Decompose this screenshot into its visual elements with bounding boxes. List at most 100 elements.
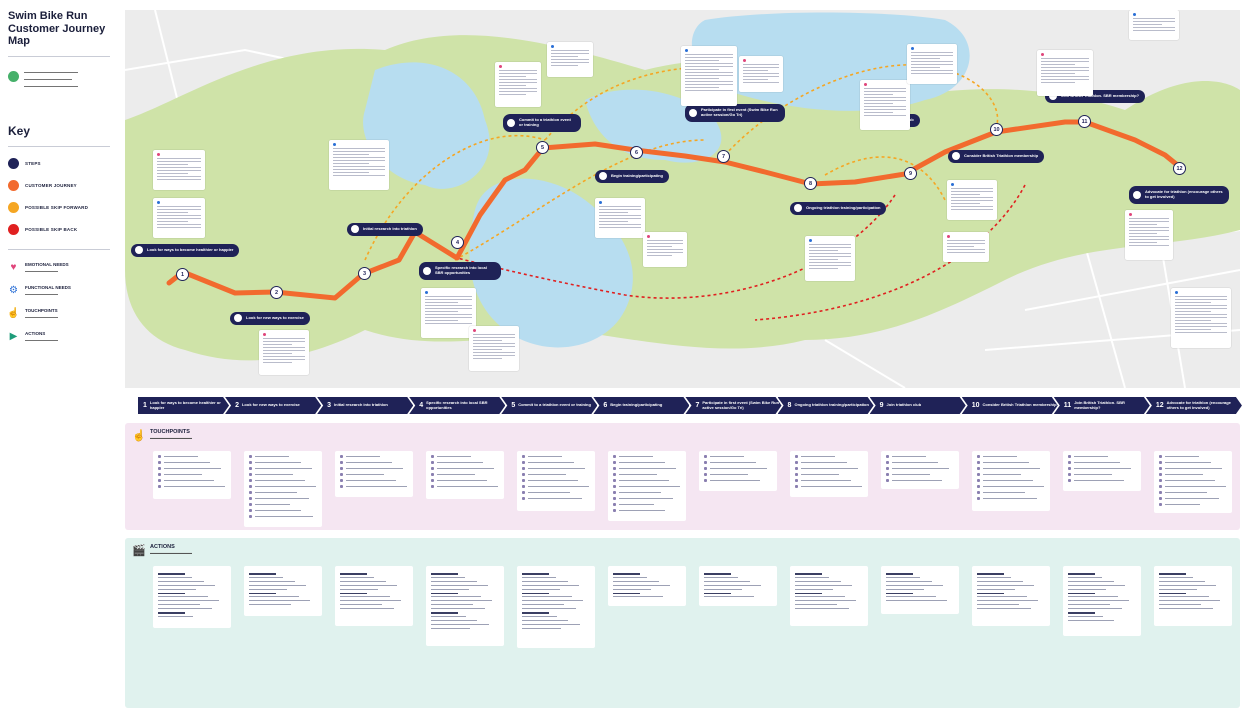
step-label-7[interactable]: Participate in first event (Swim Bike Ru…: [685, 104, 785, 122]
card-row: [1068, 580, 1136, 582]
card-row: [158, 588, 226, 590]
card-row: [977, 479, 1045, 482]
step-marker-5[interactable]: 5: [536, 141, 549, 154]
intro-text: ▬▬▬▬▬▬▬▬▬▬▬▬▬▬▬▬▬▬▬▬▬▬▬▬▬▬▬▬▬▬▬▬▬▬▬▬▬▬▬▬…: [24, 69, 78, 88]
step-label-12[interactable]: Advocate for triathlon (encourage others…: [1129, 186, 1229, 204]
step-marker-10[interactable]: 10: [990, 123, 1003, 136]
step-marker-8[interactable]: 8: [804, 177, 817, 190]
note-line: [263, 362, 293, 363]
step-label-1[interactable]: Look for ways to become healthier or hap…: [131, 244, 240, 257]
step-chevron-label: Begin training/participating: [610, 402, 663, 408]
touchpoint-icon: [158, 485, 161, 488]
note-line: [157, 173, 188, 174]
card-row: [522, 580, 590, 582]
step-label-8[interactable]: Ongoing triathlon training/participation: [790, 202, 887, 215]
card-line: [892, 480, 942, 481]
card-heading-line: [977, 573, 1005, 575]
note-line: [157, 221, 188, 222]
step-label-3[interactable]: Initial research into triathlon: [347, 223, 423, 236]
card-line: [346, 456, 380, 457]
step-marker-4[interactable]: 4: [451, 236, 464, 249]
card-line: [249, 580, 295, 582]
step-icon: [1049, 92, 1057, 101]
card-row: [249, 467, 317, 470]
card-row: [795, 461, 863, 464]
note-line: [473, 334, 515, 335]
card-line: [431, 604, 474, 605]
need-note-dot: [1175, 291, 1178, 294]
card-line: [619, 468, 677, 469]
note-line: [551, 62, 589, 63]
step-label-6[interactable]: Begin training/participating: [595, 170, 670, 183]
card-row: [704, 473, 772, 476]
divider: [8, 55, 110, 57]
intro-block: ▬▬▬▬▬▬▬▬▬▬▬▬▬▬▬▬▬▬▬▬▬▬▬▬▬▬▬▬▬▬▬▬▬▬▬▬▬▬▬▬…: [8, 69, 110, 92]
touchpoint-icon: [522, 497, 525, 500]
card-line: [431, 627, 470, 629]
need-note: [1037, 50, 1093, 96]
card-row: [977, 467, 1045, 470]
card-row: [704, 596, 772, 597]
step-marker-2[interactable]: 2: [270, 286, 283, 299]
card-heading-line: [1068, 592, 1096, 594]
card-row: [886, 461, 954, 464]
card-line: [522, 600, 584, 601]
card-line: [613, 580, 659, 582]
card-heading-line: [340, 573, 368, 575]
journey-map: 1 2 3 4 5 6 7 8 9 10 11 12 Look for ways…: [125, 10, 1240, 388]
need-note-dot: [864, 83, 867, 86]
note-line: [743, 70, 769, 71]
card-line: [613, 576, 647, 578]
step-label-4[interactable]: Specific research into local SBR opportu…: [419, 262, 501, 280]
step-marker-11[interactable]: 11: [1078, 115, 1091, 128]
step-label-5[interactable]: Commit to a triathlon event or training: [503, 114, 581, 132]
card-row: [1159, 497, 1227, 500]
card-line: [983, 498, 1037, 499]
note-line: [1129, 230, 1169, 231]
card-row: [1068, 479, 1136, 482]
step-marker-3[interactable]: 3: [358, 267, 371, 280]
step-marker-1[interactable]: 1: [176, 268, 189, 281]
card-row: [886, 600, 954, 601]
divider: [8, 145, 110, 147]
note-line: [1175, 329, 1212, 330]
card-row: [431, 461, 499, 464]
card-row: [704, 580, 772, 582]
card-line: [1165, 474, 1204, 475]
card-row: [522, 600, 590, 601]
touchpoint-icon: [977, 479, 980, 482]
card-row: [886, 580, 954, 582]
touchpoint-icon: [249, 479, 252, 482]
step-marker-6[interactable]: 6: [630, 146, 643, 159]
card-line: [801, 480, 851, 481]
touchpoint-icon: [977, 473, 980, 476]
step-marker-7[interactable]: 7: [717, 150, 730, 163]
card-line: [340, 596, 390, 597]
card-line: [249, 604, 292, 605]
step-label-10[interactable]: Consider British Triathlon membership: [948, 150, 1045, 163]
card-line: [528, 480, 578, 481]
step-marker-12[interactable]: 12: [1173, 162, 1186, 175]
note-line: [911, 73, 953, 74]
step-icon: [794, 204, 802, 213]
card-row: [977, 485, 1045, 488]
card-heading-line: [1159, 592, 1187, 594]
need-note-dot: [951, 183, 954, 186]
step-label-2[interactable]: Look for new ways to exercise: [230, 312, 310, 325]
step-marker-9[interactable]: 9: [904, 167, 917, 180]
card-heading-line: [886, 592, 914, 594]
card-row: [1068, 461, 1136, 464]
